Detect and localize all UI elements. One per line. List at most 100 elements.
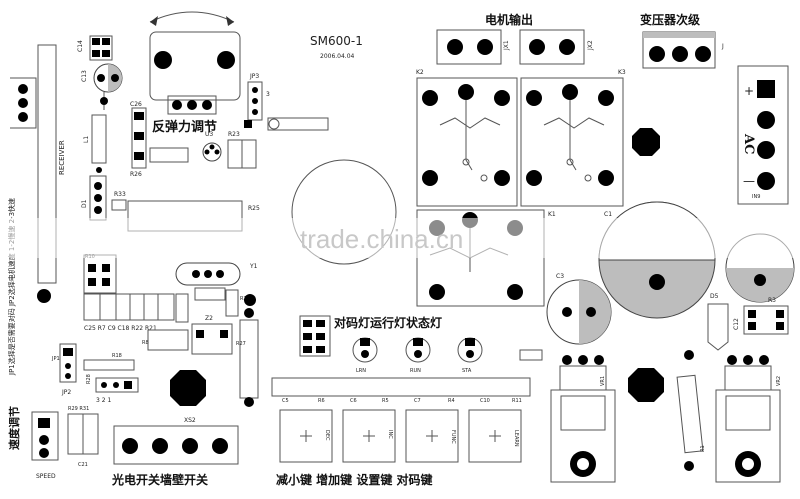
pot-pad [154, 51, 172, 69]
k3-pad [598, 90, 614, 106]
pad [754, 274, 766, 286]
smd-pad [220, 330, 228, 338]
vr2-pin-pad [759, 355, 769, 365]
smd-pad [196, 330, 204, 338]
octagon-pad [632, 128, 660, 156]
c26-label: C26 [130, 101, 142, 108]
ac-label: AC [741, 133, 756, 154]
jx2-label: JX2 [587, 40, 594, 51]
component-outline [519, 349, 543, 361]
c1-label: C1 [604, 211, 612, 218]
connector-outline [267, 117, 329, 131]
vr1-pin-pad [578, 355, 588, 365]
pad [244, 397, 254, 407]
r28-label: R28 [86, 374, 92, 384]
pad [214, 149, 220, 155]
pot-pad [217, 51, 235, 69]
sw4-outline [468, 409, 522, 463]
sw2-label: INC [387, 430, 393, 439]
smd-pad [92, 50, 100, 57]
lrn-led-pad [360, 338, 370, 346]
r1-label: R1 [700, 445, 706, 452]
vr2-heatsink-outline [715, 389, 781, 483]
pad [94, 182, 102, 190]
jp3-pin-label: 3 [266, 91, 270, 98]
vr2-pin-pad [727, 355, 737, 365]
k3-label: K3 [618, 69, 626, 76]
square-pad [124, 381, 132, 389]
r25-label: R25 [248, 205, 260, 212]
vr2-tab [725, 395, 771, 431]
ac-ref-label: IN9 [752, 194, 760, 200]
mounting-pad [37, 289, 51, 303]
smd-pad [92, 38, 100, 45]
k2-pad [422, 90, 438, 106]
pot-pad [202, 100, 212, 110]
k2-pad [458, 84, 474, 100]
j-pad [695, 46, 711, 62]
k3-pad [598, 170, 614, 186]
c1-pad [649, 274, 665, 290]
smd-pad [102, 50, 110, 57]
smd-pad [303, 333, 312, 340]
l1-label: L1 [83, 136, 90, 143]
k3-contact [566, 158, 574, 166]
jx1-label: JX1 [503, 40, 510, 51]
xs2-pad [182, 438, 198, 454]
pad [244, 308, 254, 318]
component-outline [149, 147, 189, 163]
smd-pad [102, 38, 110, 45]
r26-label: R26 [130, 171, 142, 178]
c14-outline [89, 35, 113, 61]
board-model: SM600-1 [310, 34, 363, 48]
xs2-pad [122, 438, 138, 454]
receiver-module-outline [37, 44, 57, 284]
pad [252, 109, 258, 115]
octagon-pad [628, 368, 664, 402]
c6-label: C6 [350, 398, 357, 404]
key-sw2: INC [342, 409, 396, 463]
arrow-right [226, 16, 234, 26]
r3-outline [743, 305, 789, 335]
speed-pad [39, 448, 49, 458]
resistor-array-labels: C25 R7 C9 C18 R22 R21 [84, 325, 157, 332]
smd-pad [102, 278, 110, 286]
key-sw3: FUNC [405, 409, 459, 463]
key-labels-heading: 减小键 增加键 设置键 对码键 [276, 472, 433, 487]
receiver-pad [18, 84, 28, 94]
sw3-label: FUNC [450, 430, 456, 444]
vr2-leg-outline [724, 365, 772, 391]
k2-pad [494, 170, 510, 186]
pad [252, 98, 258, 104]
c26-outline [131, 107, 147, 169]
k3-pad [526, 90, 542, 106]
jp2-header-outline [95, 377, 139, 393]
key-sw1: DEC [279, 409, 333, 463]
pad [94, 206, 102, 214]
smd-pad [134, 152, 144, 160]
r23-label: R23 [228, 131, 240, 138]
sw2-outline [342, 409, 396, 463]
smd-pad [748, 322, 756, 330]
smd-pad [776, 310, 784, 318]
r29-r31-label: R29 R31 [68, 406, 89, 412]
c13-pad [97, 74, 105, 82]
pad [65, 373, 71, 379]
pad [684, 461, 694, 471]
y1-pad [216, 270, 224, 278]
smd-pad [776, 322, 784, 330]
ac-minus-label: — [743, 174, 755, 188]
octagon-pad [170, 370, 206, 406]
c13-pad [111, 74, 119, 82]
watermark-text: trade.china.cn [300, 224, 463, 254]
ac-plus-label: + [744, 84, 754, 98]
r3-label: R3 [768, 297, 776, 304]
pad [94, 194, 102, 202]
jx2-pad [529, 39, 545, 55]
adjust-arc [149, 11, 235, 23]
r27-label: R27 [236, 341, 246, 347]
z2-outline [191, 323, 233, 355]
vr1-label: VR1 [600, 376, 606, 386]
terminal-shading [643, 32, 715, 38]
